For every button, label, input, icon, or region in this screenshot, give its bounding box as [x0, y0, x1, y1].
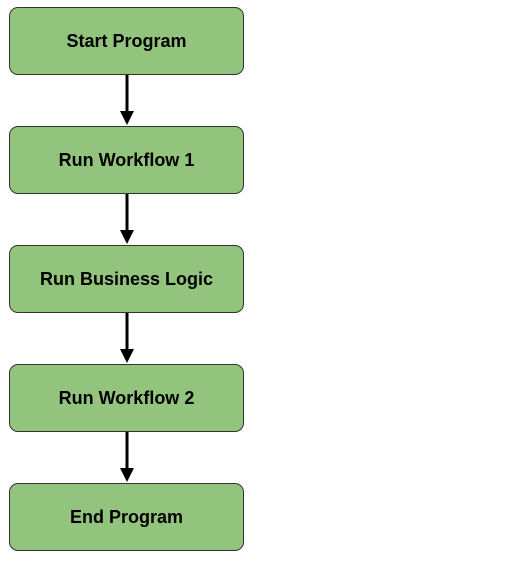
- node-run-workflow-1[interactable]: Run Workflow 1: [9, 126, 244, 194]
- node-end-program[interactable]: End Program: [9, 483, 244, 551]
- node-start-program[interactable]: Start Program: [9, 7, 244, 75]
- node-run-business-logic[interactable]: Run Business Logic: [9, 245, 244, 313]
- arrow-workflow-2-to-end: [120, 432, 134, 482]
- arrow-workflow-1-to-business-logic: [120, 194, 134, 244]
- node-label: Run Workflow 2: [58, 387, 195, 408]
- node-run-workflow-2[interactable]: Run Workflow 2: [9, 364, 244, 432]
- arrow-business-logic-to-workflow-2: [120, 313, 134, 363]
- node-label: Run Workflow 1: [58, 149, 195, 170]
- node-label: Start Program: [66, 30, 187, 51]
- arrow-start-to-workflow-1: [120, 75, 134, 125]
- node-label: Run Business Logic: [39, 268, 214, 289]
- node-label: End Program: [69, 506, 184, 527]
